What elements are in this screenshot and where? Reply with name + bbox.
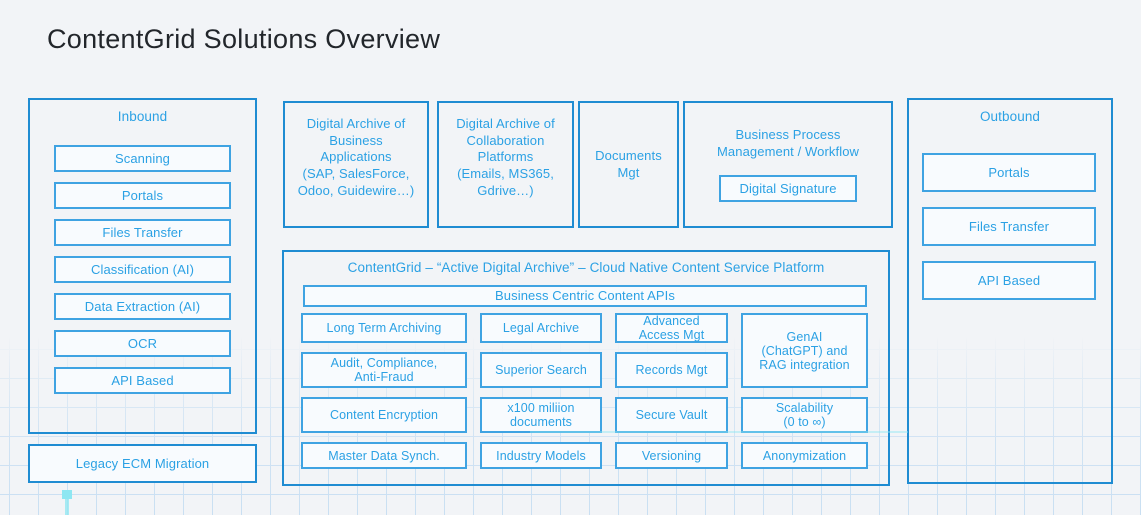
platform-feature-label: Records Mgt — [635, 363, 708, 377]
platform-feature-box[interactable]: Long Term Archiving — [301, 313, 467, 343]
platform-feature-label: Industry Models — [496, 448, 586, 463]
inbound-item-box[interactable]: Classification (AI) — [54, 256, 231, 283]
inbound-item-box[interactable]: Scanning — [54, 145, 231, 172]
inbound-container[interactable]: Inbound Scanning Portals Files Transfer … — [28, 98, 257, 434]
platform-feature-label: Content Encryption — [329, 408, 439, 422]
content-apis-label: Business Centric Content APIs — [495, 288, 675, 304]
platform-feature-box[interactable]: Industry Models — [480, 442, 602, 469]
platform-feature-label: Versioning — [641, 448, 702, 463]
page-title: ContentGrid Solutions Overview — [47, 24, 441, 54]
inbound-item-label: OCR — [127, 335, 158, 351]
inbound-item-box[interactable]: Portals — [54, 182, 231, 209]
outbound-item-label: Portals — [988, 164, 1030, 180]
inbound-items: Scanning Portals Files Transfer Classifi… — [54, 145, 231, 394]
platform-feature-label: Long Term Archiving — [326, 321, 442, 335]
inbound-item-label: Data Extraction (AI) — [84, 298, 201, 314]
platform-title: ContentGrid – “Active Digital Archive” –… — [347, 260, 825, 275]
platform-feature-box[interactable]: GenAI (ChatGPT) and RAG integration — [741, 313, 868, 388]
outbound-item-box[interactable]: Files Transfer — [922, 207, 1096, 246]
legacy-ecm-migration-box[interactable]: Legacy ECM Migration — [28, 444, 257, 483]
outbound-items: Portals Files Transfer API Based — [922, 153, 1096, 300]
platform-feature-box[interactable]: Legal Archive — [480, 313, 602, 343]
business-apps-archive-box[interactable]: Digital Archive of Business Applications… — [283, 101, 429, 228]
platform-feature-box[interactable]: Master Data Synch. — [301, 442, 467, 469]
platform-feature-label: Anonymization — [762, 448, 847, 463]
connection-point-stem — [65, 498, 69, 515]
content-apis-box[interactable]: Business Centric Content APIs — [303, 285, 867, 307]
platform-feature-box[interactable]: Secure Vault — [615, 397, 728, 433]
inbound-item-label: Classification (AI) — [90, 261, 195, 277]
digital-signature-label: Digital Signature — [739, 180, 837, 196]
platform-feature-label: Superior Search — [495, 363, 587, 377]
bpm-workflow-label: Business Process Management / Workflow — [716, 126, 860, 159]
platform-feature-label: Secure Vault — [635, 408, 708, 422]
outbound-label: Outbound — [979, 109, 1041, 124]
alignment-guide-line — [530, 431, 908, 433]
platform-feature-box[interactable]: Scalability (0 to ∞) — [741, 397, 868, 433]
bpm-workflow-box[interactable]: Business Process Management / Workflow D… — [683, 101, 893, 228]
platform-feature-box[interactable]: Versioning — [615, 442, 728, 469]
platform-feature-box[interactable]: Anonymization — [741, 442, 868, 469]
collaboration-archive-box[interactable]: Digital Archive of Collaboration Platfor… — [437, 101, 574, 228]
inbound-item-box[interactable]: Files Transfer — [54, 219, 231, 246]
outbound-item-box[interactable]: API Based — [922, 261, 1096, 300]
inbound-label: Inbound — [117, 109, 168, 124]
platform-feature-label: Scalability (0 to ∞) — [775, 401, 834, 429]
outbound-item-label: API Based — [977, 272, 1041, 288]
platform-feature-label: Master Data Synch. — [328, 448, 440, 463]
platform-feature-box[interactable]: Audit, Compliance, Anti-Fraud — [301, 352, 467, 388]
documents-mgt-label: Documents Mgt — [595, 147, 662, 180]
outbound-container[interactable]: Outbound Portals Files Transfer API Base… — [907, 98, 1113, 484]
legacy-ecm-migration-label: Legacy ECM Migration — [75, 455, 210, 471]
platform-feature-label: Audit, Compliance, Anti-Fraud — [330, 356, 438, 384]
inbound-item-label: Files Transfer — [102, 224, 183, 240]
business-apps-archive-label: Digital Archive of Business Applications… — [297, 116, 415, 198]
platform-feature-label: Legal Archive — [502, 321, 580, 335]
platform-feature-box[interactable]: Records Mgt — [615, 352, 728, 388]
inbound-item-label: Scanning — [114, 150, 170, 166]
platform-features-grid: Long Term Archiving Legal Archive Advanc… — [301, 313, 868, 469]
connection-point-handle[interactable] — [62, 490, 72, 499]
inbound-item-box[interactable]: API Based — [54, 367, 231, 394]
documents-mgt-box[interactable]: Documents Mgt — [578, 101, 679, 228]
inbound-item-label: API Based — [111, 372, 174, 388]
inbound-item-box[interactable]: Data Extraction (AI) — [54, 293, 231, 320]
inbound-item-box[interactable]: OCR — [54, 330, 231, 357]
platform-feature-label: Advanced Access Mgt — [638, 314, 705, 342]
collaboration-archive-label: Digital Archive of Collaboration Platfor… — [456, 116, 555, 198]
platform-feature-box[interactable]: x100 miliion documents — [480, 397, 602, 433]
inbound-item-label: Portals — [121, 187, 164, 203]
outbound-item-label: Files Transfer — [968, 218, 1050, 234]
digital-signature-box[interactable]: Digital Signature — [719, 175, 857, 203]
platform-feature-label: x100 miliion documents — [507, 401, 575, 429]
platform-feature-box[interactable]: Superior Search — [480, 352, 602, 388]
platform-feature-label: GenAI (ChatGPT) and RAG integration — [759, 329, 850, 372]
outbound-item-box[interactable]: Portals — [922, 153, 1096, 192]
platform-feature-box[interactable]: Advanced Access Mgt — [615, 313, 728, 343]
platform-container[interactable]: ContentGrid – “Active Digital Archive” –… — [282, 250, 890, 486]
platform-feature-box[interactable]: Content Encryption — [301, 397, 467, 433]
